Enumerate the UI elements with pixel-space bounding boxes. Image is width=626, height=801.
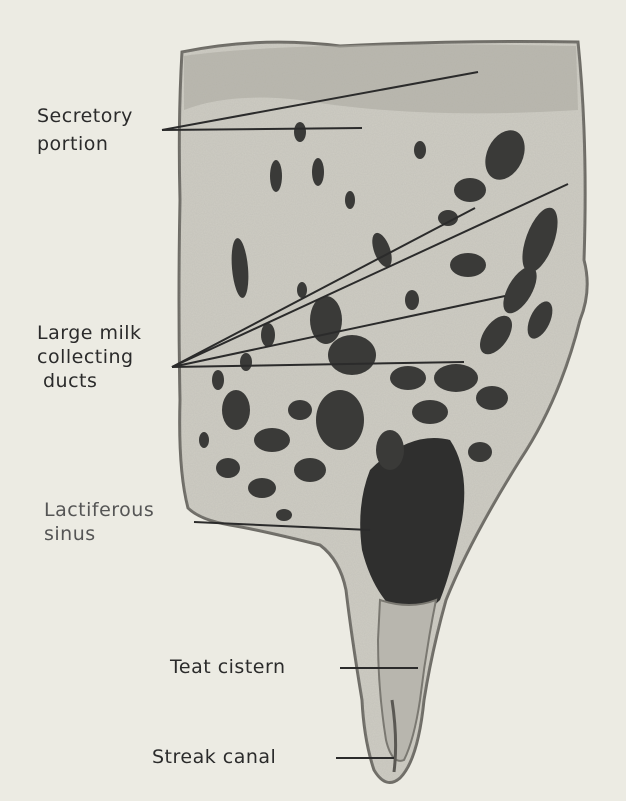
lactiferous-sinus-label-line1: Lactiferous — [44, 498, 154, 522]
teat-cistern-label: Teat cistern — [170, 655, 285, 679]
secretory-portion-label: Secretory portion — [37, 104, 133, 156]
secretory-portion-label-line1: Secretory — [37, 104, 133, 128]
large-milk-ducts-label-line2: collecting — [37, 345, 142, 369]
lactiferous-sinus-label: Lactiferous sinus — [44, 498, 154, 546]
streak-canal-label: Streak canal — [152, 745, 276, 769]
large-milk-ducts-label: Large milk collecting ducts — [37, 321, 142, 393]
large-milk-ducts-label-line1: Large milk — [37, 321, 142, 345]
lactiferous-sinus-label-line2: sinus — [44, 522, 154, 546]
teat-cistern-label-line1: Teat cistern — [170, 655, 285, 679]
streak-canal-label-line1: Streak canal — [152, 745, 276, 769]
large-milk-ducts-label-line3: ducts — [43, 369, 142, 393]
secretory-portion-label-line2: portion — [37, 132, 133, 156]
